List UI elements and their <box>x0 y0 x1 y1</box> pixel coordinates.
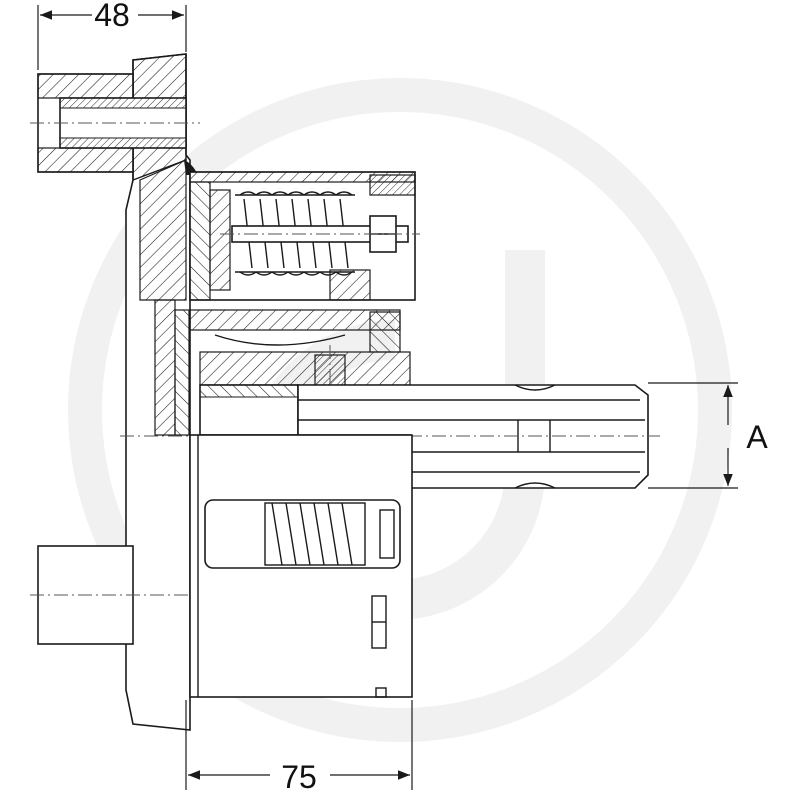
dimension-48-label: 48 <box>94 0 130 33</box>
dimension-75-label: 75 <box>281 759 317 795</box>
top-bolt-boss <box>30 73 200 173</box>
bottom-bolt-boss <box>30 545 200 645</box>
slot-marks <box>371 595 387 698</box>
detent-spring <box>204 499 401 569</box>
dimension-48: 48 <box>37 0 187 70</box>
dimension-a-label: A <box>746 419 768 455</box>
dimension-75: 75 <box>185 700 413 795</box>
clutch-plates <box>154 299 401 436</box>
dimension-a: A <box>648 382 768 489</box>
spring-bolt <box>220 215 420 253</box>
